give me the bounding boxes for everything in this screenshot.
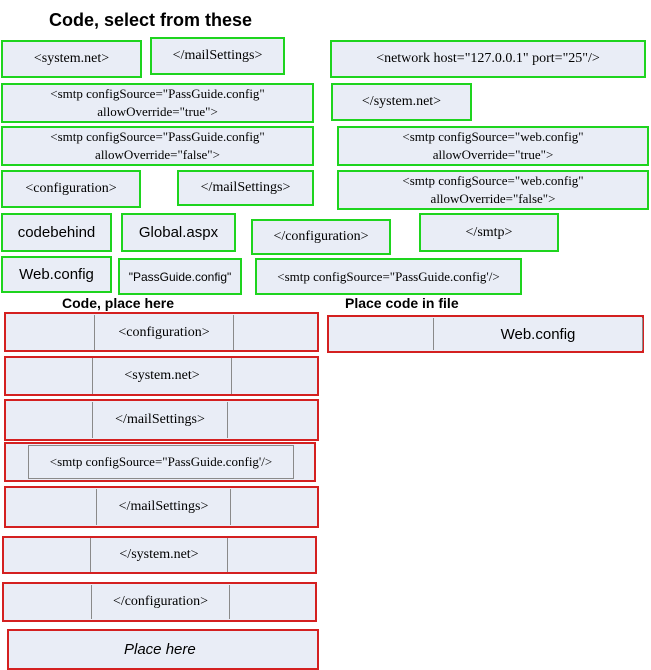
source-item-smtp-passguide-selfclose[interactable]: <smtp configSource="PassGuide.config'/>: [255, 258, 522, 295]
placed-item-smtp-passguide-selfclose[interactable]: <smtp configSource="PassGuide.config'/>: [28, 445, 294, 479]
answer-heading: Code, place here: [62, 295, 175, 311]
source-item-smtp-web-true[interactable]: <smtp configSource="web.config" allowOve…: [337, 126, 649, 166]
placed-item-web-config[interactable]: Web.config: [433, 318, 643, 350]
source-item-configuration-close[interactable]: </configuration>: [251, 219, 391, 255]
source-item-smtp-passguide-false[interactable]: <smtp configSource="PassGuide.config" al…: [1, 126, 314, 166]
source-item-network-host[interactable]: <network host="127.0.0.1" port="25"/>: [330, 40, 646, 78]
source-item-web-config[interactable]: Web.config: [1, 256, 112, 293]
source-item-mailsettings-close[interactable]: </mailSettings>: [150, 37, 285, 75]
placed-item-mailsettings-close-2[interactable]: </mailSettings>: [96, 489, 231, 525]
file-slot[interactable]: Web.config: [327, 315, 644, 353]
source-item-global-aspx[interactable]: Global.aspx: [121, 213, 236, 252]
place-here-label: Place here: [124, 641, 196, 658]
placed-item-configuration-open[interactable]: <configuration>: [94, 315, 234, 350]
answer-slot-3[interactable]: </mailSettings>: [4, 399, 319, 441]
answer-slot-6[interactable]: </system.net>: [2, 536, 317, 574]
answer-slot-4[interactable]: <smtp configSource="PassGuide.config'/>: [4, 442, 316, 482]
answer-slot-1[interactable]: <configuration>: [4, 312, 319, 352]
placed-item-configuration-close[interactable]: </configuration>: [91, 585, 230, 619]
source-item-system-net-open[interactable]: <system.net>: [1, 40, 142, 78]
file-heading: Place code in file: [345, 295, 459, 311]
source-item-smtp-passguide-true[interactable]: <smtp configSource="PassGuide.config" al…: [1, 83, 314, 123]
source-item-passguide-config[interactable]: "PassGuide.config": [118, 258, 242, 295]
answer-slot-placeholder[interactable]: Place here: [7, 629, 319, 670]
source-item-smtp-close[interactable]: </smtp>: [419, 213, 559, 252]
source-item-mailsettings-close-2[interactable]: </mailSettings>: [177, 170, 314, 206]
answer-slot-5[interactable]: </mailSettings>: [4, 486, 319, 528]
placed-item-system-net-close[interactable]: </system.net>: [90, 538, 228, 572]
answer-slot-7[interactable]: </configuration>: [2, 582, 317, 622]
answer-slot-2[interactable]: <system.net>: [4, 356, 319, 396]
source-heading: Code, select from these: [49, 10, 253, 30]
source-item-codebehind[interactable]: codebehind: [1, 213, 112, 252]
source-item-configuration-open[interactable]: <configuration>: [1, 170, 141, 208]
placed-item-mailsettings-close[interactable]: </mailSettings>: [92, 402, 228, 438]
source-item-system-net-close[interactable]: </system.net>: [331, 83, 472, 121]
source-item-smtp-web-false[interactable]: <smtp configSource="web.config" allowOve…: [337, 170, 649, 210]
placed-item-system-net-open[interactable]: <system.net>: [92, 358, 232, 394]
